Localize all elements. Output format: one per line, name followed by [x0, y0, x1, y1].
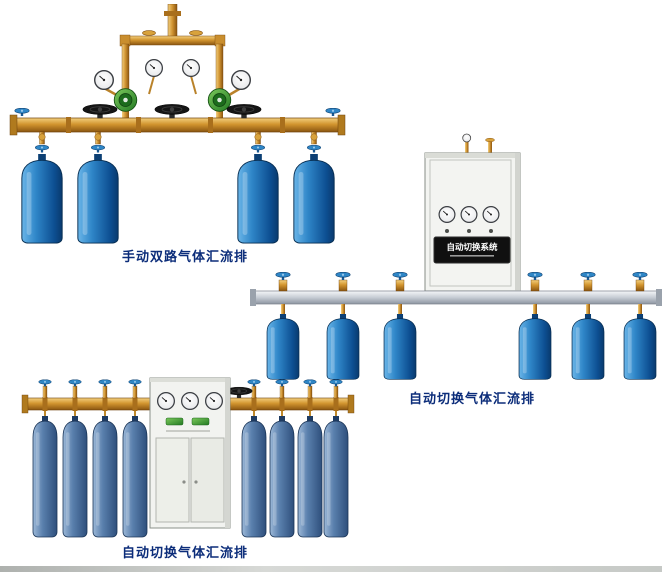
pressure-gauge [482, 206, 500, 223]
manifold-pipe-silver [250, 289, 662, 306]
cabinet-door-right [190, 437, 225, 523]
cylinder-valve-wheel [68, 379, 82, 387]
cabinet-door-left [155, 437, 190, 523]
gas-regulator [113, 88, 138, 112]
door-handle [194, 480, 198, 484]
cabinet-title-text: 自动切换系统 [446, 242, 498, 253]
cylinder-valve-wheel [34, 145, 50, 153]
adjacent-row-edge [0, 566, 662, 572]
control-knob [445, 229, 449, 233]
pressure-gauge [181, 392, 199, 410]
gas-cylinder [92, 416, 118, 538]
gas-cylinder [383, 314, 417, 380]
brass-valve-wheel [142, 30, 156, 36]
gas-cylinder [241, 416, 267, 538]
cylinder-valve-wheel [527, 272, 543, 280]
control-knob [467, 229, 471, 233]
figure-manual-dual-manifold [9, 4, 346, 244]
shutoff-handwheel [82, 104, 118, 119]
caption-auto-switch-manifold-right: 自动切换气体汇流排 [408, 392, 535, 407]
brass-valve-wheel [189, 30, 203, 36]
gas-cylinder [77, 154, 119, 244]
gas-cylinder [122, 416, 148, 538]
main-manifold-pipe [9, 114, 346, 136]
control-cabinet: 自动切换系统 [424, 133, 521, 292]
control-cabinet [149, 377, 231, 529]
cylinder-valve-wheel [303, 379, 317, 387]
gas-cylinder [32, 416, 58, 538]
pressure-gauge [94, 70, 114, 90]
figure-auto-switch-manifold-right: 自动切换系统 [250, 133, 662, 380]
cylinder-valve-wheel [392, 272, 408, 280]
cylinder-valve-wheel [580, 272, 596, 280]
pressure-gauge [205, 392, 223, 410]
indicator-label [165, 417, 184, 426]
control-knob [489, 229, 493, 233]
pressure-gauge [157, 392, 175, 410]
cylinder-connections [34, 131, 322, 153]
figure-auto-switch-manifold-bottom [21, 377, 355, 538]
door-handle [182, 480, 186, 484]
gas-cylinder [62, 416, 88, 538]
cylinder-valve-wheel [275, 379, 289, 387]
gas-cylinder [297, 416, 323, 538]
gas-cylinder [269, 416, 295, 538]
cylinder-valve-wheel [632, 272, 648, 280]
cylinder-valve-wheel [38, 379, 52, 387]
cylinder-valve-wheel [335, 272, 351, 280]
gas-cylinder [571, 314, 605, 380]
caption-auto-switch-manifold-bottom: 自动切换气体汇流排 [121, 546, 248, 561]
header-pipe-assembly [119, 4, 226, 120]
gas-cylinder [326, 314, 360, 380]
gas-cylinder [323, 416, 349, 538]
caption-manual-dual-manifold: 手动双路气体汇流排 [121, 250, 248, 265]
pressure-gauge [145, 59, 163, 77]
cylinder-connections [38, 379, 343, 399]
pressure-gauge [231, 70, 251, 90]
gas-cylinder [266, 314, 300, 380]
indicator-label [191, 417, 210, 426]
cylinder-valve-wheel [90, 145, 106, 153]
cylinder-valve-wheel [247, 379, 261, 387]
cylinder-valve-wheel [329, 379, 343, 387]
pressure-gauge [438, 206, 456, 223]
gas-cylinder [518, 314, 552, 380]
pressure-gauge [182, 59, 200, 77]
pressure-gauge [462, 133, 472, 143]
cylinder-connections [275, 272, 648, 315]
shutoff-handwheel [226, 104, 262, 119]
pressure-gauge [460, 206, 478, 223]
brass-valve-wheel [485, 137, 495, 143]
gas-cylinder [623, 314, 657, 380]
cylinder-valve-wheel [275, 272, 291, 280]
gas-cylinder [21, 154, 63, 244]
shutoff-handwheel [154, 104, 190, 119]
cylinder-valve-wheel [98, 379, 112, 387]
cylinder-valve-wheel [128, 379, 142, 387]
